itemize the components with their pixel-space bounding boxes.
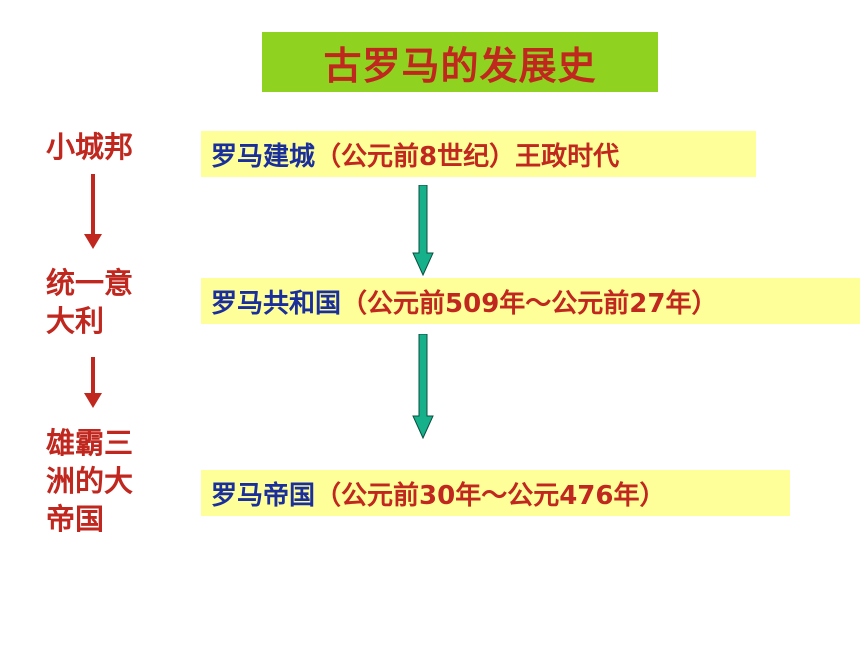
down-arrow-icon <box>412 334 434 440</box>
event-name: 罗马帝国 <box>211 480 316 511</box>
event-name: 罗马建城 <box>211 141 316 172</box>
arrow-head <box>84 393 102 408</box>
stage-small-city-state: 小城邦 <box>46 128 133 166</box>
stage-label-line-2: 洲的大 <box>46 464 134 498</box>
stage-unify-italy: 统一意 大利 <box>46 264 156 340</box>
event-roman-republic: 罗马共和国（公元前509年～公元前27年） <box>201 278 860 324</box>
arrow-head <box>84 234 102 249</box>
title-banner: 古罗马的发展史 <box>262 32 658 92</box>
event-founding-of-rome: 罗马建城（公元前8世纪）王政时代 <box>201 131 756 177</box>
down-arrow-icon <box>78 174 108 250</box>
down-arrow-icon <box>78 357 108 409</box>
down-arrow-icon <box>412 185 434 277</box>
arrow-shaft <box>91 357 95 395</box>
stage-three-continent-empire: 雄霸三 洲的大 帝国 <box>46 424 156 538</box>
stage-label-line-1: 统一意 <box>46 266 134 300</box>
page-title: 古罗马的发展史 <box>323 43 597 88</box>
stage-label-line-3: 帝国 <box>46 502 105 536</box>
stage-label-line-2: 大利 <box>46 304 105 338</box>
event-name: 罗马共和国 <box>211 288 342 319</box>
event-detail: （公元前8世纪）王政时代 <box>315 141 620 172</box>
event-detail: （公元前509年～公元前27年） <box>341 288 718 319</box>
arrow-shaft <box>91 174 95 236</box>
event-detail: （公元前30年～公元476年） <box>315 480 666 511</box>
event-roman-empire: 罗马帝国（公元前30年～公元476年） <box>201 470 790 516</box>
stage-label: 小城邦 <box>46 130 134 164</box>
stage-label-line-1: 雄霸三 <box>46 426 134 460</box>
